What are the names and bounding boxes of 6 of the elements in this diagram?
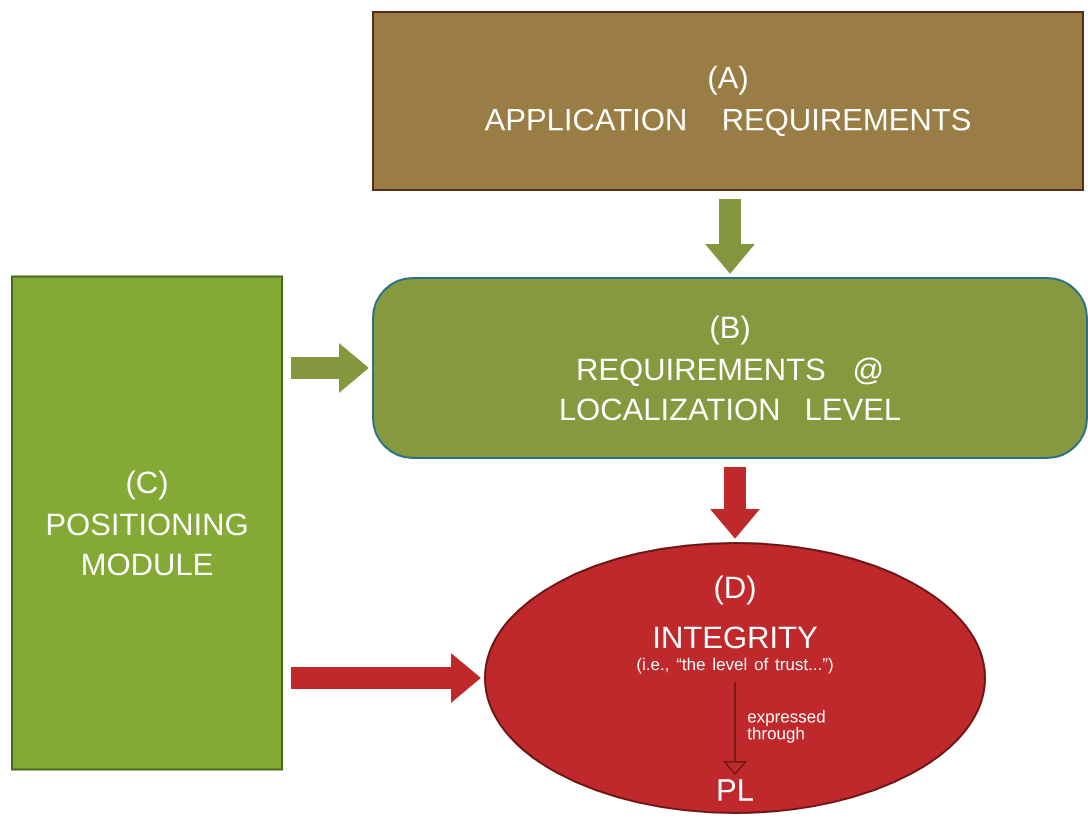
node-text: INTEGRITY (i.e., “the level of trust...”) xyxy=(637,626,833,674)
process-box: (C) POSITIONING MODULE xyxy=(11,275,283,771)
node-text: PL xyxy=(718,779,753,801)
process-box: (A) APPLICATION REQUIREMENTS xyxy=(372,11,1084,191)
edge-label: expressed through xyxy=(747,710,825,743)
process-box: (B) REQUIREMENTS @ LOCALIZATION LEVEL xyxy=(372,277,1088,459)
